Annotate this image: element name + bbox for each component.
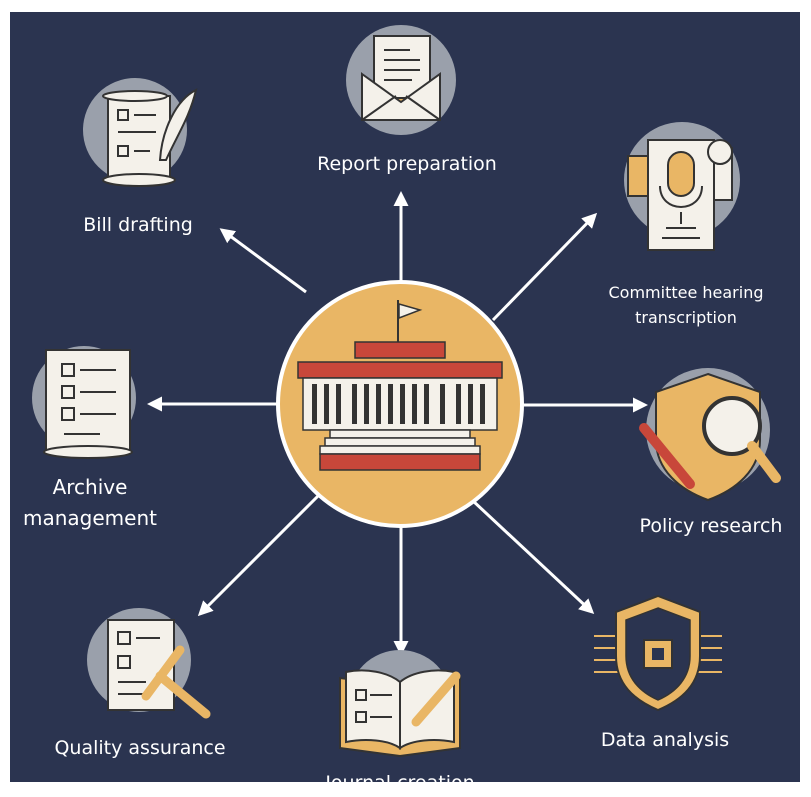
magnifier-shield-icon [639,368,781,502]
node-label-quality: Quality assurance [54,737,226,759]
node-label-journal: Journal creation [325,772,475,794]
arrow-to-data [470,498,595,615]
scroll-quill-icon [83,78,198,187]
node-label-policy: Policy research [639,515,783,537]
checklist-scroll-icon [32,346,136,459]
checklist-pen-icon [87,608,211,719]
microphone-document-icon [624,122,740,251]
arrow-to-quality [197,490,324,617]
node-label-archive: Archive management [20,472,160,534]
node-label-hearing: Committee hearing transcription [600,280,772,330]
node-label-data: Data analysis [600,729,730,751]
arrow-to-hearing [491,212,598,322]
arrow-to-bill [219,228,307,294]
node-label-archive-line-1: Archive [52,475,128,499]
node-label-hearing-line-2: transcription [635,308,737,327]
node-label-hearing-line-1: Committee hearing [608,283,764,302]
node-label-archive-line-2: management [23,506,157,530]
envelope-document-icon [346,25,456,135]
government-building-icon [276,280,524,528]
circuit-shield-icon [594,594,722,712]
node-label-bill: Bill drafting [83,214,193,236]
node-label-report: Report preparation [317,153,497,175]
open-book-pen-icon [339,650,461,758]
